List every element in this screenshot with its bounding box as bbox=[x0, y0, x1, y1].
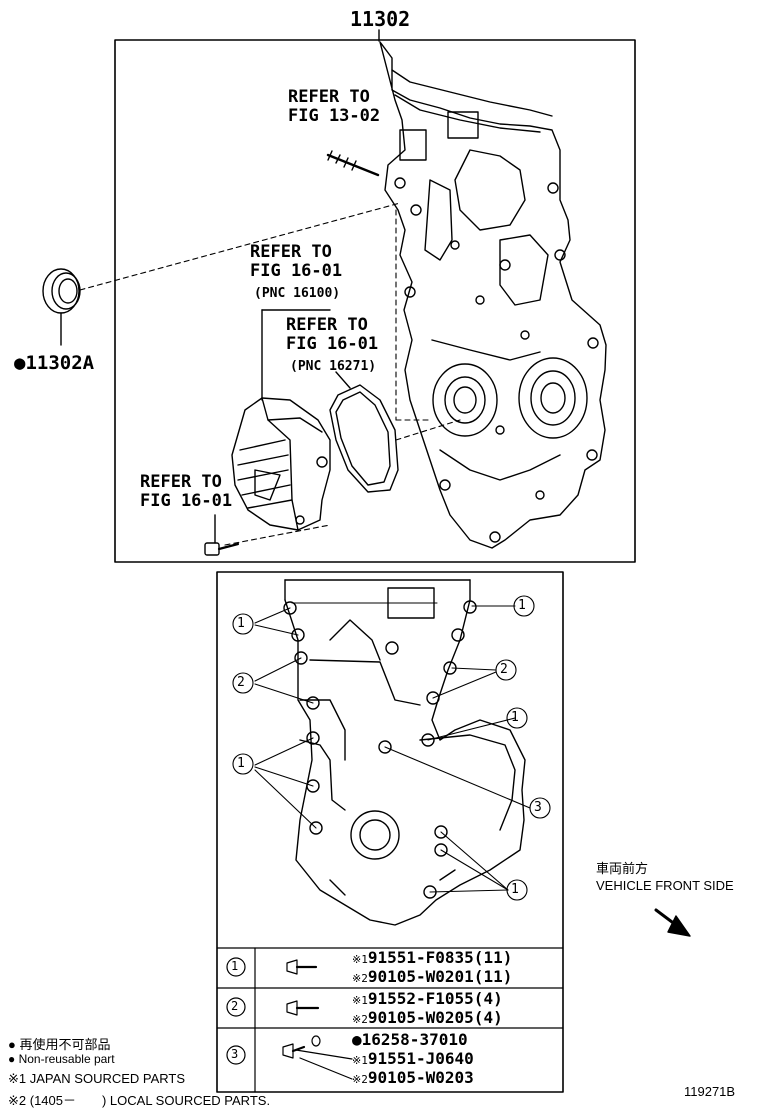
callout-1: 1 bbox=[518, 598, 526, 613]
table-part-line: ●16258-37010 bbox=[352, 1030, 468, 1049]
table-part-line: ※290105-W0205(4) bbox=[352, 1008, 503, 1027]
legend-line: ※1 JAPAN SOURCED PARTS bbox=[8, 1071, 186, 1086]
callout-1: 1 bbox=[511, 882, 519, 897]
callout-1: 1 bbox=[511, 710, 519, 725]
part-number-11302a: ●11302A bbox=[14, 352, 95, 374]
bolt-holes bbox=[283, 600, 477, 899]
vehicle-front-label-en: VEHICLE FRONT SIDE bbox=[596, 878, 734, 893]
refer-gasket-line2: FIG 16-01 bbox=[286, 334, 379, 354]
figure-id: 119271B bbox=[684, 1084, 736, 1099]
refer-bolt-line2: FIG 16-01 bbox=[140, 491, 233, 511]
non-reusable-dot-icon: ● bbox=[14, 352, 26, 374]
vehicle-front-label-jp: 車両前方 bbox=[596, 861, 649, 876]
callout-1: 1 bbox=[237, 616, 245, 631]
refer-gasket-pnc: (PNC 16271) bbox=[290, 359, 377, 374]
callout-2: 2 bbox=[237, 675, 245, 690]
upper-frame bbox=[114, 39, 636, 563]
callout-1: 1 bbox=[237, 756, 245, 771]
callout-3: 3 bbox=[534, 800, 542, 815]
vehicle-front-arrow-icon bbox=[654, 908, 691, 937]
table-row-id: 2 bbox=[231, 999, 239, 1013]
refer-pump-line1: REFER TO bbox=[250, 242, 332, 262]
table-row-id: 1 bbox=[231, 959, 239, 973]
stud-bolt bbox=[326, 150, 380, 177]
refer-top-line2: FIG 13-02 bbox=[288, 106, 381, 126]
table-part-line: ※191551-J0640 bbox=[352, 1049, 474, 1068]
refer-top-line1: REFER TO bbox=[288, 87, 370, 107]
table-part-line: ※290105-W0203 bbox=[352, 1068, 474, 1087]
refer-pump-line2: FIG 16-01 bbox=[250, 261, 343, 281]
parts-table bbox=[216, 947, 564, 1093]
water-pump bbox=[231, 309, 331, 531]
table-part-line: ※191552-F1055(4) bbox=[352, 989, 503, 1008]
refer-bolt-line1: REFER TO bbox=[140, 472, 222, 492]
table-row-id: 3 bbox=[231, 1047, 239, 1061]
legend-line: ● 再使用不可部品 bbox=[8, 1037, 111, 1052]
oil-seal bbox=[42, 268, 81, 346]
timing-cover-illustration bbox=[379, 41, 607, 549]
water-pump-gasket bbox=[329, 371, 399, 493]
refer-gasket-line1: REFER TO bbox=[286, 315, 368, 335]
lower-frame bbox=[216, 571, 564, 1093]
legend-line: ● Non-reusable part bbox=[8, 1052, 115, 1066]
refer-pump-pnc: (PNC 16100) bbox=[254, 286, 341, 301]
callout-circles bbox=[232, 595, 551, 901]
table-part-line: ※191551-F0835(11) bbox=[352, 948, 513, 967]
table-part-line: ※290105-W0201(11) bbox=[352, 967, 513, 986]
legend-line: ※2 (1405－ ) LOCAL SOURCED PARTS. bbox=[8, 1093, 271, 1108]
pump-bolt bbox=[204, 514, 240, 556]
callout-2: 2 bbox=[500, 662, 508, 677]
part-number-11302: 11302 bbox=[350, 7, 411, 31]
